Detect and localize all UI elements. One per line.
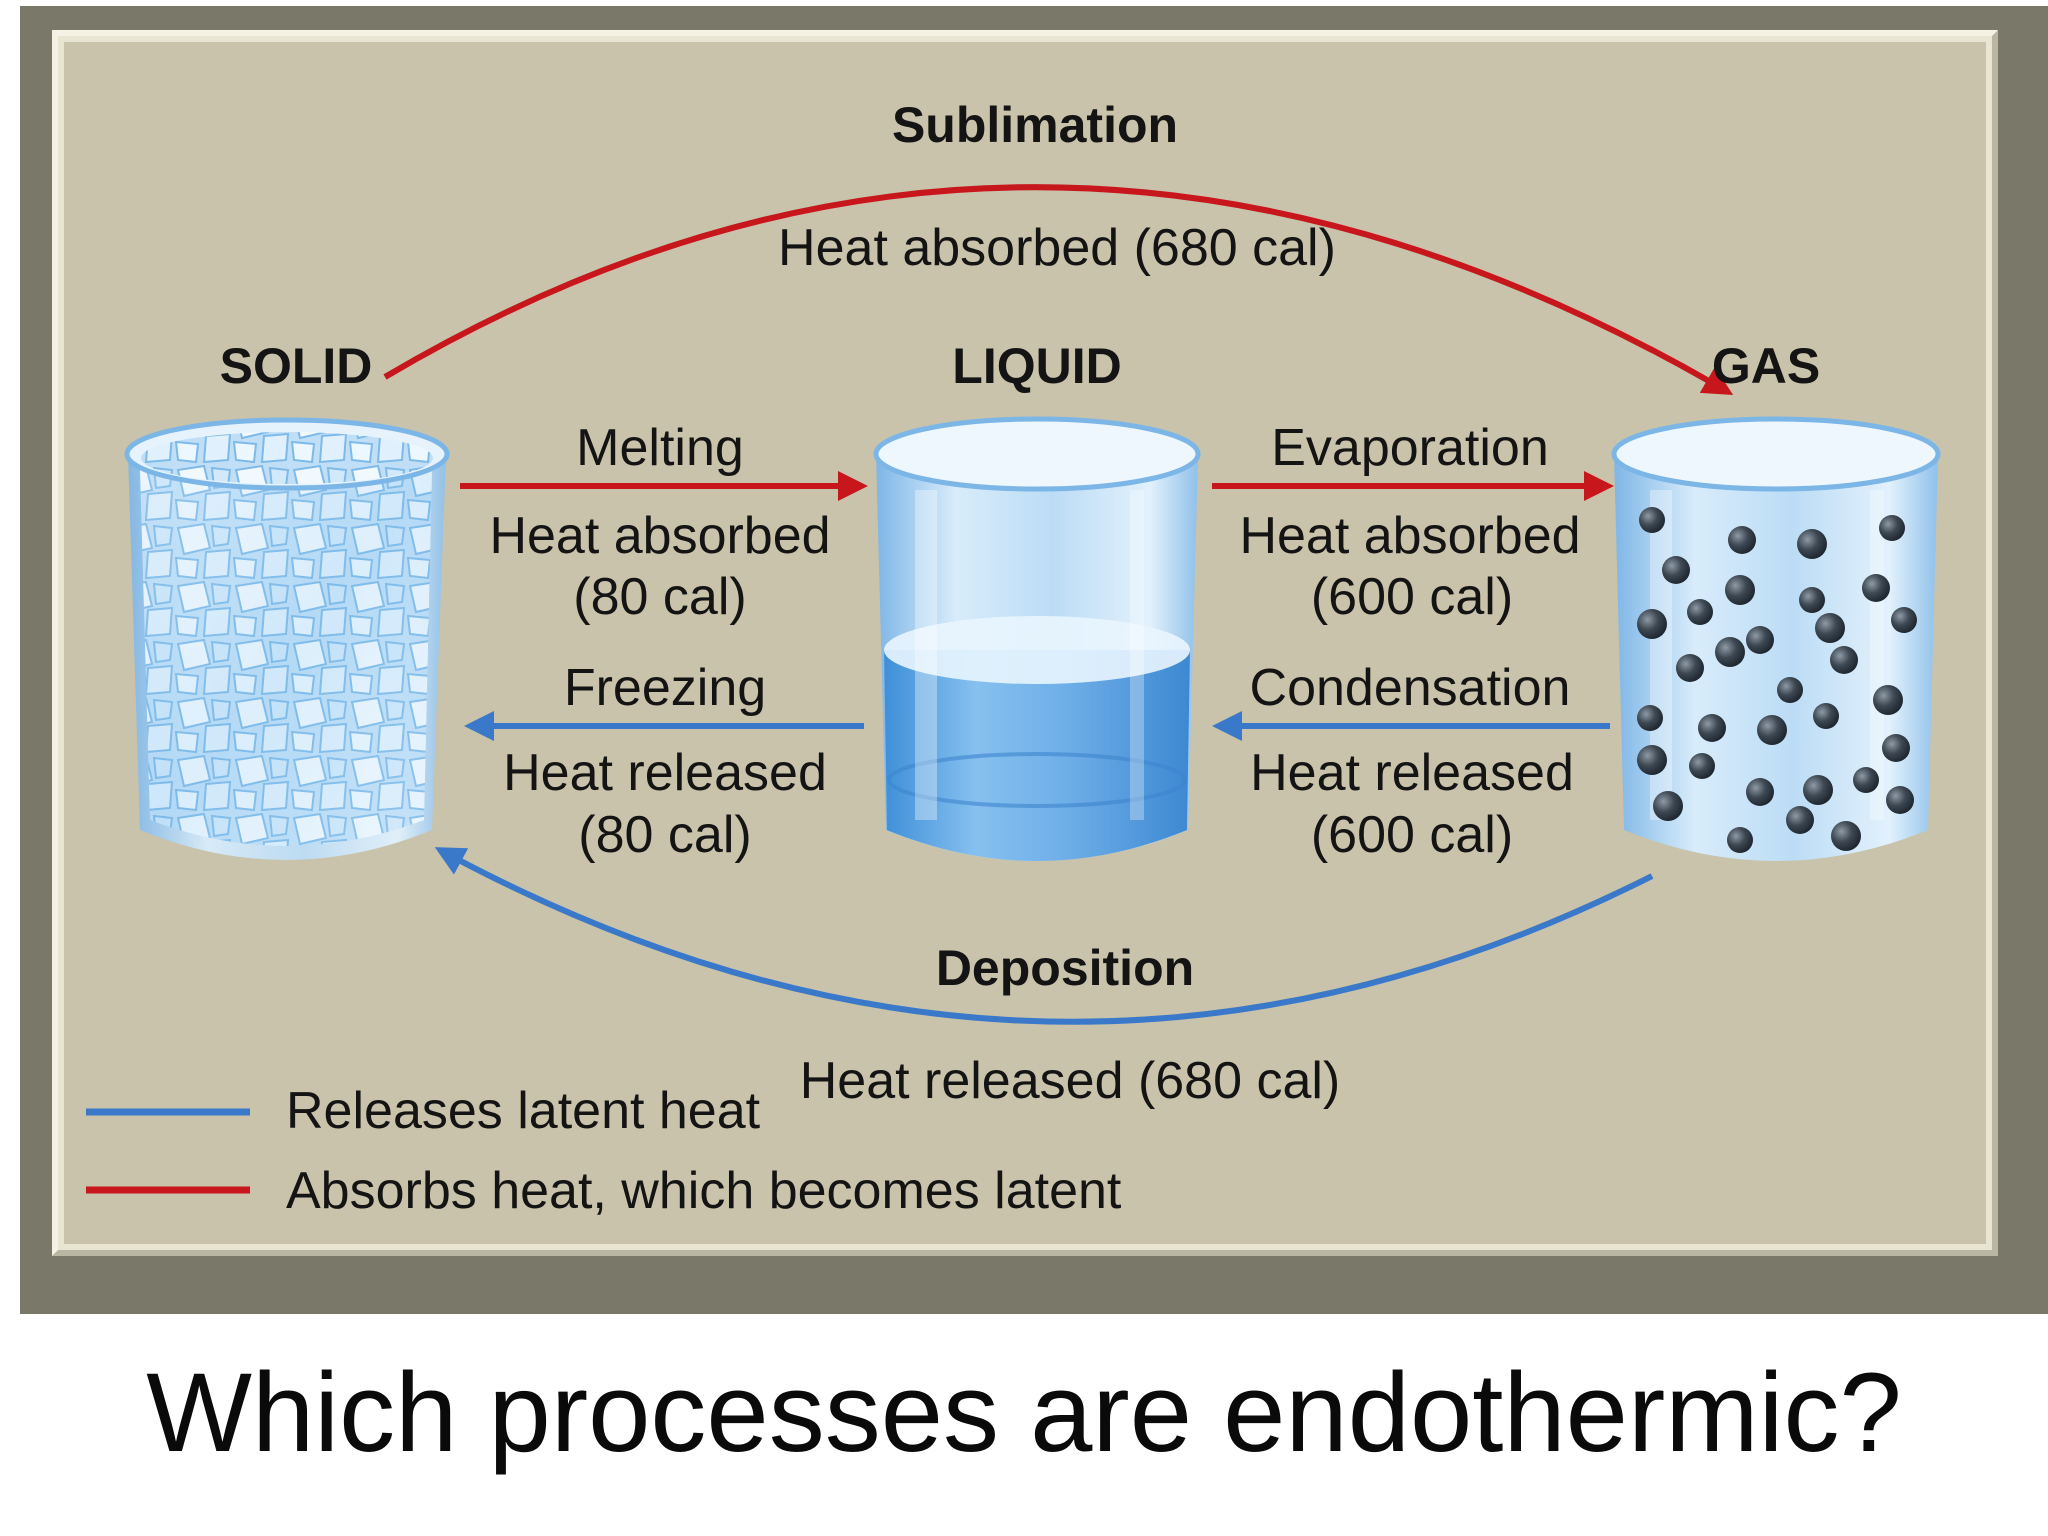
melting-label: Melting: [576, 419, 744, 477]
gas-particle: [1797, 529, 1827, 559]
question-text: Which processes are endothermic?: [146, 1350, 1902, 1475]
gas-particle: [1715, 637, 1745, 667]
gas-particles: [1637, 507, 1917, 853]
gas-particle: [1813, 703, 1839, 729]
gas-particle: [1882, 734, 1910, 762]
gas-particle: [1689, 753, 1715, 779]
freezing-heat-line1: Heat released: [503, 744, 827, 802]
gas-particle: [1803, 775, 1833, 805]
gas-particle: [1687, 599, 1713, 625]
gas-particle: [1725, 575, 1755, 605]
solid-beaker: [124, 417, 450, 860]
gas-particle: [1799, 587, 1825, 613]
gas-particle: [1662, 556, 1690, 584]
gas-particle: [1639, 507, 1665, 533]
deposition-arrow: [434, 847, 1654, 1025]
gas-beaker: [1611, 416, 1941, 861]
phase-change-diagram: Sublimation Heat absorbed (680 cal) SOLI…: [86, 97, 1941, 1220]
gas-particle: [1777, 677, 1803, 703]
sublimation-label: Sublimation: [892, 97, 1178, 153]
gas-particle: [1676, 654, 1704, 682]
condensation-heat-line1: Heat released: [1250, 744, 1574, 802]
liquid-beaker: [873, 416, 1201, 861]
gas-particle: [1746, 778, 1774, 806]
gas-particle: [1746, 626, 1774, 654]
gas-particle: [1886, 786, 1914, 814]
melting-heat-line1: Heat absorbed: [489, 507, 830, 565]
legend: Releases latent heat Absorbs heat, which…: [86, 1082, 1122, 1220]
gas-particle: [1815, 613, 1845, 643]
gas-particle: [1831, 821, 1861, 851]
gas-particle: [1853, 767, 1879, 793]
sublimation-heat-label: Heat absorbed (680 cal): [778, 219, 1336, 277]
gas-particle: [1637, 705, 1663, 731]
condensation-heat-line2: (600 cal): [1311, 806, 1513, 864]
gas-particle: [1873, 685, 1903, 715]
gas-particle: [1727, 827, 1753, 853]
legend-absorb-label: Absorbs heat, which becomes latent: [286, 1162, 1122, 1220]
gas-label: GAS: [1712, 338, 1820, 394]
evaporation-heat-line2: (600 cal): [1311, 568, 1513, 626]
freezing-label: Freezing: [564, 659, 766, 717]
gas-particle: [1653, 791, 1683, 821]
gas-particle: [1879, 515, 1905, 541]
gas-particle: [1637, 609, 1667, 639]
condensation-label: Condensation: [1250, 659, 1571, 717]
evaporation-heat-line1: Heat absorbed: [1239, 507, 1580, 565]
melting-heat-line2: (80 cal): [573, 568, 746, 626]
gas-particle: [1786, 806, 1814, 834]
gas-particle: [1830, 646, 1858, 674]
sublimation-arrow: [383, 184, 1734, 396]
gas-particle: [1862, 574, 1890, 602]
gas-particle: [1698, 714, 1726, 742]
solid-label: SOLID: [220, 338, 373, 394]
gas-particle: [1891, 607, 1917, 633]
deposition-label: Deposition: [936, 940, 1194, 996]
liquid-label: LIQUID: [952, 338, 1121, 394]
deposition-heat-label: Heat released (680 cal): [800, 1052, 1341, 1110]
legend-release-label: Releases latent heat: [286, 1082, 761, 1140]
freezing-heat-line2: (80 cal): [578, 806, 751, 864]
evaporation-label: Evaporation: [1271, 419, 1549, 477]
gas-particle: [1728, 526, 1756, 554]
gas-particle: [1637, 745, 1667, 775]
gas-particle: [1757, 715, 1787, 745]
